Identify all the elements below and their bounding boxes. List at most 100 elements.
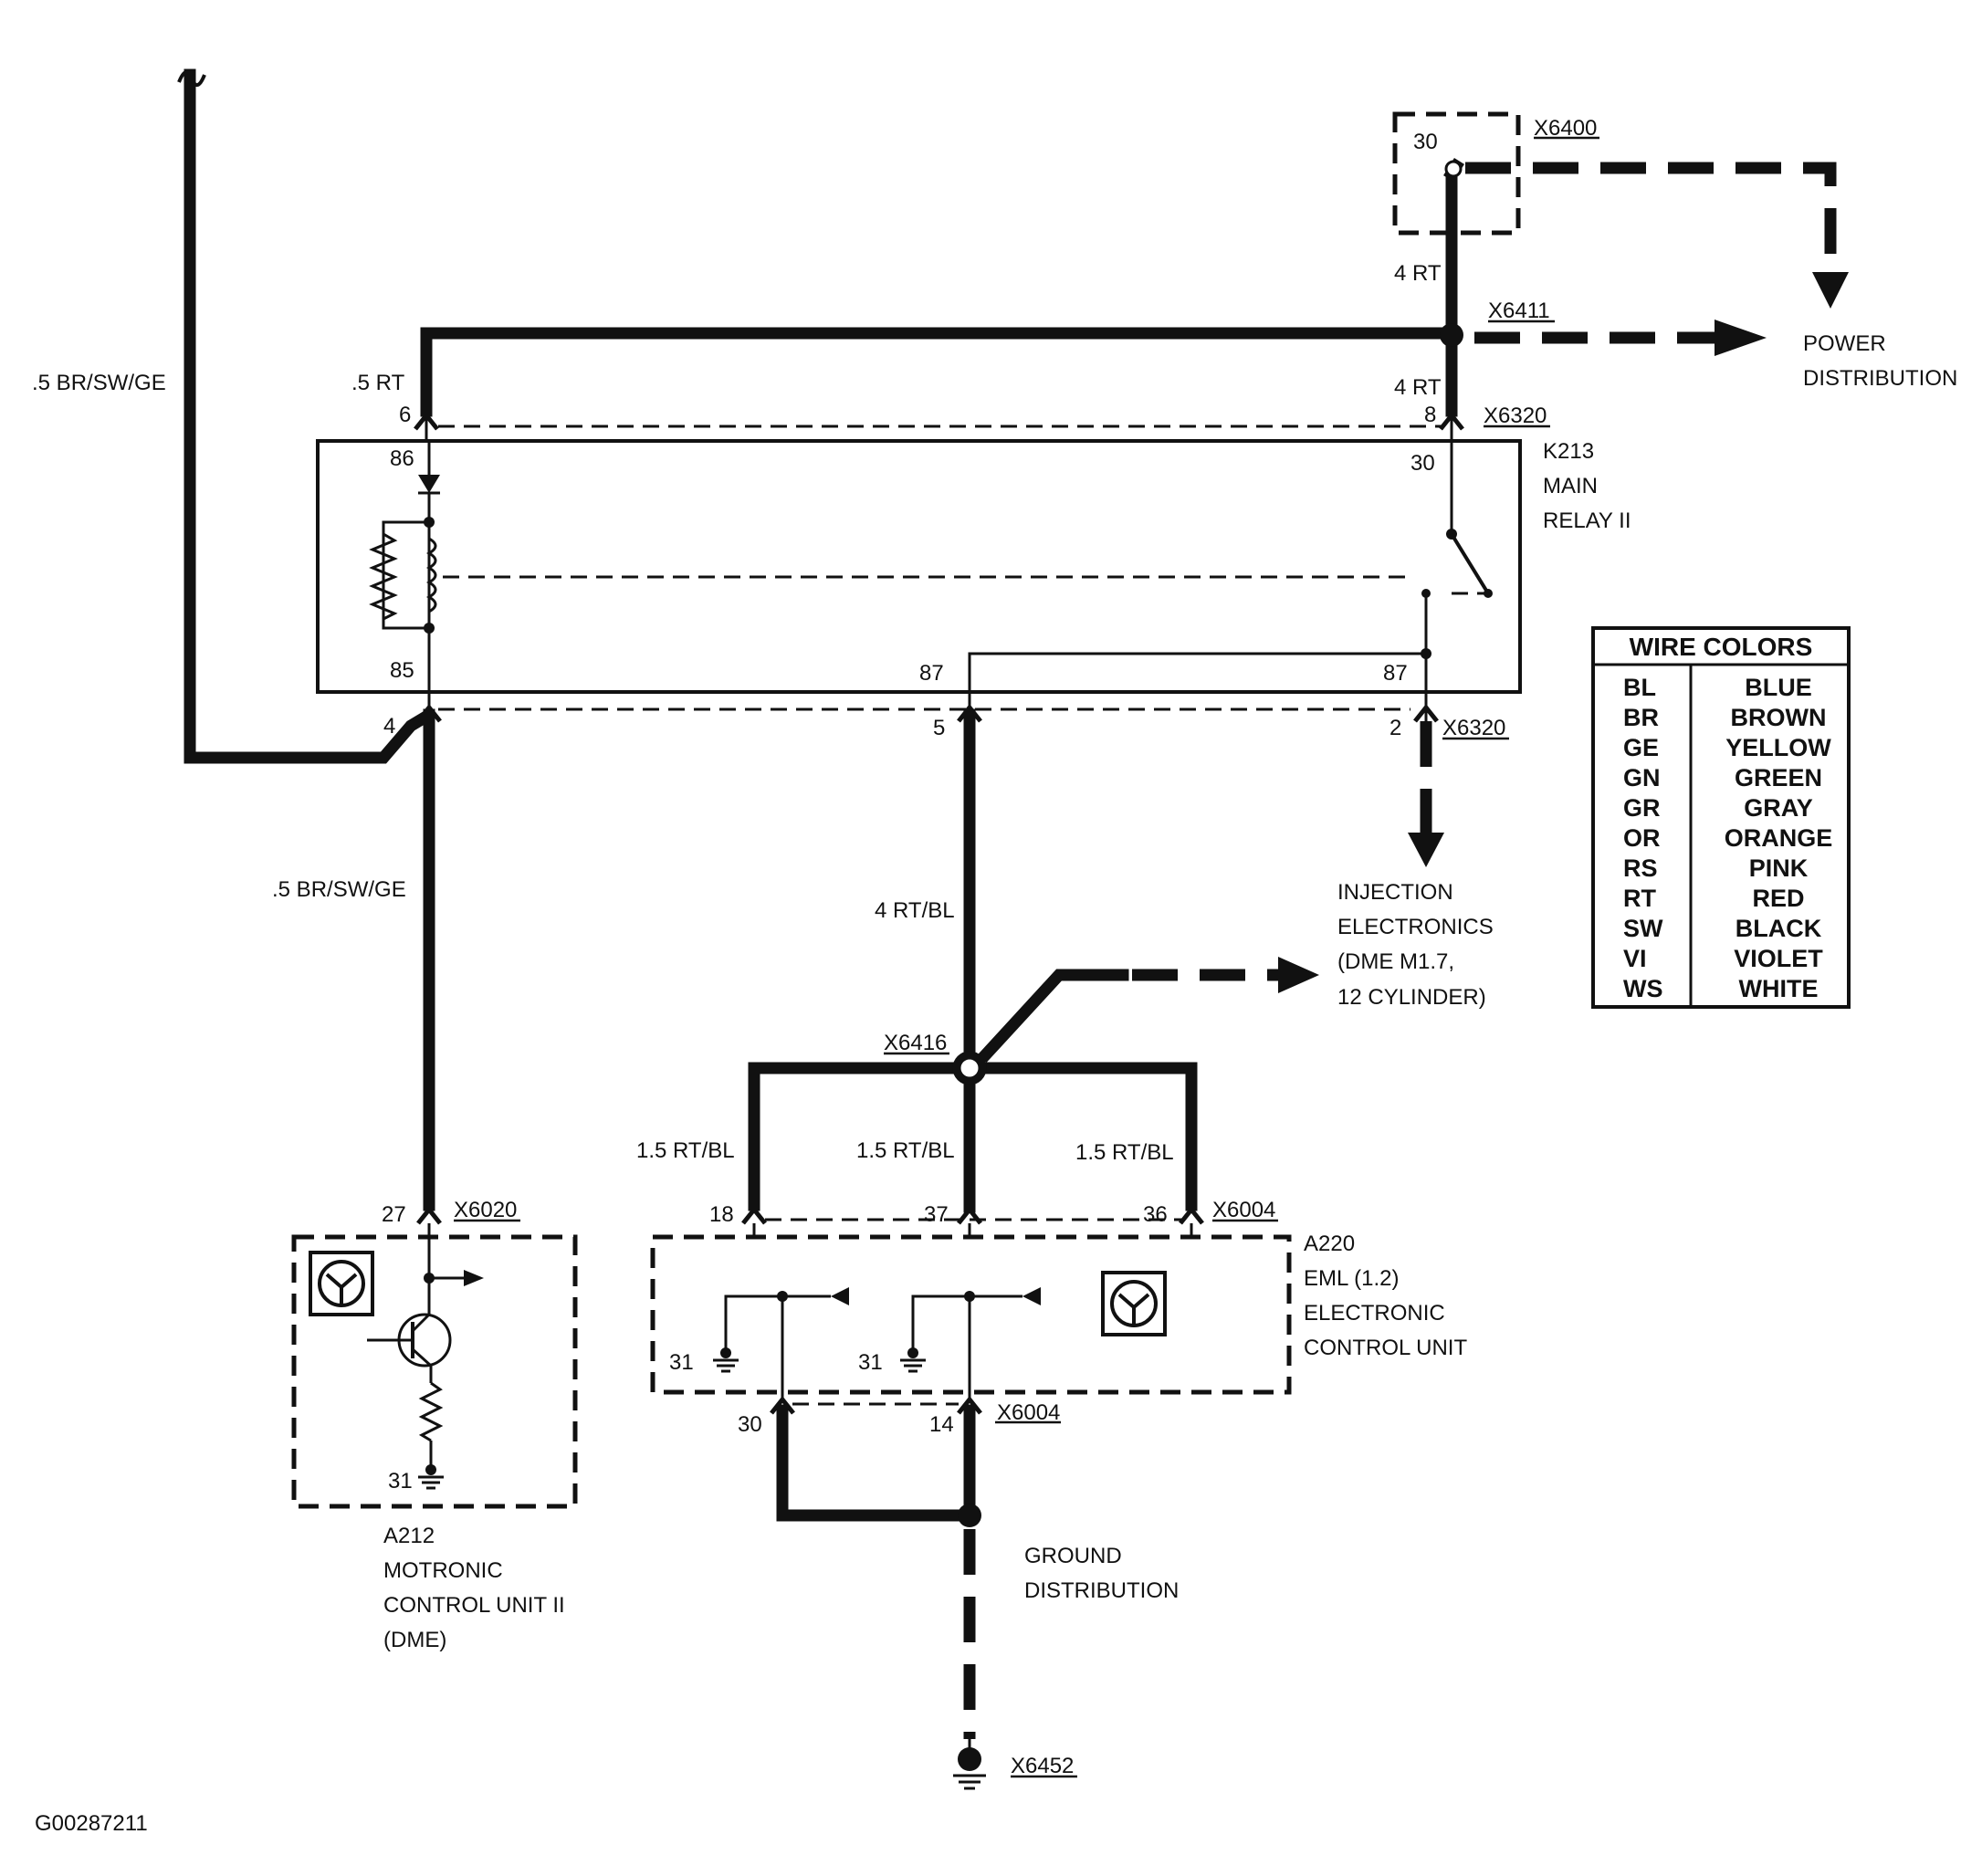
label-x6416: X6416 <box>884 1031 947 1055</box>
wire-15-rtbl-right <box>963 1062 1198 1211</box>
k213-main-relay <box>316 411 1522 721</box>
legend-code: SW <box>1623 915 1663 942</box>
label-x6400: X6400 <box>1534 116 1597 141</box>
label-pin-36: 36 <box>1143 1202 1168 1227</box>
legend-code: GE <box>1623 734 1659 761</box>
electronic-module-icon <box>1101 1271 1167 1336</box>
label-a212-pin-31: 31 <box>388 1469 413 1493</box>
output-arrow-icon <box>464 1270 484 1286</box>
relay-coil-icon <box>425 537 437 613</box>
label-k213-line2: MAIN <box>1543 474 1598 498</box>
label-x6452: X6452 <box>1011 1754 1074 1778</box>
label-wire-15-c: 1.5 RT/BL <box>1075 1140 1174 1165</box>
label-wire-15-b: 1.5 RT/BL <box>856 1138 955 1163</box>
ground-symbol-icon <box>713 1358 739 1373</box>
label-pin-87-right: 87 <box>1383 661 1408 686</box>
legend-color-name: WHITE <box>1739 975 1819 1002</box>
legend-color-name: RED <box>1752 885 1804 912</box>
legend-code: OR <box>1623 824 1661 852</box>
dashed-wires <box>963 162 1849 1739</box>
label-pin-30-bottom: 30 <box>738 1412 762 1437</box>
label-a220-line2: EML (1.2) <box>1304 1266 1399 1291</box>
label-ground-line2: DISTRIBUTION <box>1024 1578 1179 1603</box>
label-pin-5: 5 <box>933 716 945 740</box>
a212-resistor-icon <box>418 1381 444 1442</box>
legend-code: WS <box>1623 975 1663 1002</box>
a212-motronic-unit <box>291 1223 578 1509</box>
legend-color-name: BLACK <box>1736 915 1822 942</box>
legend-code: RT <box>1623 885 1656 912</box>
label-injection-line4: 12 CYLINDER) <box>1337 985 1486 1010</box>
label-a212-line4: (DME) <box>383 1628 446 1652</box>
label-ground-line1: GROUND <box>1024 1544 1122 1568</box>
label-power-line2: DISTRIBUTION <box>1803 366 1957 391</box>
legend-code: BR <box>1623 704 1659 731</box>
arrow-x6400-down <box>1812 272 1849 309</box>
legend-code: VI <box>1623 945 1647 972</box>
legend-color-name: BROWN <box>1731 704 1827 731</box>
label-k213-line3: RELAY II <box>1543 508 1631 533</box>
label-top-left-wire: .5 BR/SW/GE <box>32 371 166 395</box>
label-x6400-pin: 30 <box>1413 130 1438 154</box>
x6411-splice <box>1440 323 1463 347</box>
legend-color-name: BLUE <box>1745 674 1812 701</box>
label-a212-line2: MOTRONIC <box>383 1558 503 1583</box>
label-a212-line1: A212 <box>383 1524 435 1548</box>
label-pin-14: 14 <box>929 1412 954 1437</box>
figure-id: G00287211 <box>35 1811 148 1836</box>
label-pin-4: 4 <box>383 714 395 739</box>
label-x6320-bottom: X6320 <box>1442 716 1505 740</box>
label-a220-pin-31-b: 31 <box>858 1350 883 1375</box>
legend-code: BL <box>1623 674 1656 701</box>
id-underlines <box>454 136 1599 1778</box>
arrow-injection-down <box>1408 833 1444 867</box>
label-x6004-bottom: X6004 <box>997 1400 1060 1425</box>
legend-color-name: YELLOW <box>1725 734 1831 761</box>
label-pin-37: 37 <box>924 1202 949 1227</box>
label-wire-4rt-top: 4 RT <box>1394 261 1442 286</box>
label-wire-15-a: 1.5 RT/BL <box>636 1138 735 1163</box>
label-k213-line1: K213 <box>1543 439 1594 464</box>
label-injection-line2: ELECTRONICS <box>1337 915 1494 939</box>
wire-diag-injection <box>977 969 1129 1064</box>
legend-code: GR <box>1623 794 1661 822</box>
legend-title: WIRE COLORS <box>1630 633 1813 661</box>
legend-color-name: ORANGE <box>1725 824 1833 852</box>
ground-symbol-icon <box>900 1358 926 1373</box>
label-wire-4rtbl: 4 RT/BL <box>875 898 955 923</box>
text-labels: .5 BR/SW/GE .5 BR/SW/GE .5 RT 6 8 86 85 … <box>32 116 1957 1836</box>
label-x6004-top: X6004 <box>1212 1198 1275 1222</box>
x6416-splice <box>952 1051 987 1085</box>
label-a220-line3: ELECTRONIC <box>1304 1301 1445 1326</box>
wire-ground-feed <box>776 1404 976 1522</box>
legend-code: RS <box>1623 854 1658 882</box>
label-a220-line1: A220 <box>1304 1231 1355 1256</box>
connector-chevrons <box>414 411 1464 1415</box>
label-x6020: X6020 <box>454 1198 517 1222</box>
label-pin-6: 6 <box>399 403 411 427</box>
relay-resistor-icon <box>369 532 398 621</box>
label-pin-85: 85 <box>390 658 414 683</box>
label-pin-8: 8 <box>1424 403 1436 427</box>
label-pin-87-left: 87 <box>919 661 944 686</box>
diode-icon <box>418 475 440 493</box>
label-left-riser-wire: .5 BR/SW/GE <box>272 877 406 902</box>
a220-arrow-left-icon <box>831 1287 849 1305</box>
legend-code: GN <box>1623 764 1661 791</box>
label-injection-line3: (DME M1.7, <box>1337 949 1454 974</box>
wire-left-br-sw-ge <box>184 68 437 764</box>
label-a220-pin-31-a: 31 <box>669 1350 694 1375</box>
label-pin-27: 27 <box>382 1202 406 1227</box>
wire-15-rtbl-left <box>748 1062 976 1211</box>
wire-x6400-right <box>1465 162 1837 274</box>
legend-color-name: PINK <box>1749 854 1809 882</box>
label-x6320-top: X6320 <box>1484 403 1547 428</box>
x6400-terminal <box>1444 160 1463 178</box>
electronic-module-icon <box>309 1251 374 1316</box>
ground-symbol-icon <box>418 1475 444 1490</box>
label-pin-18: 18 <box>709 1202 734 1227</box>
label-relay-in-wire: .5 RT <box>351 371 405 395</box>
